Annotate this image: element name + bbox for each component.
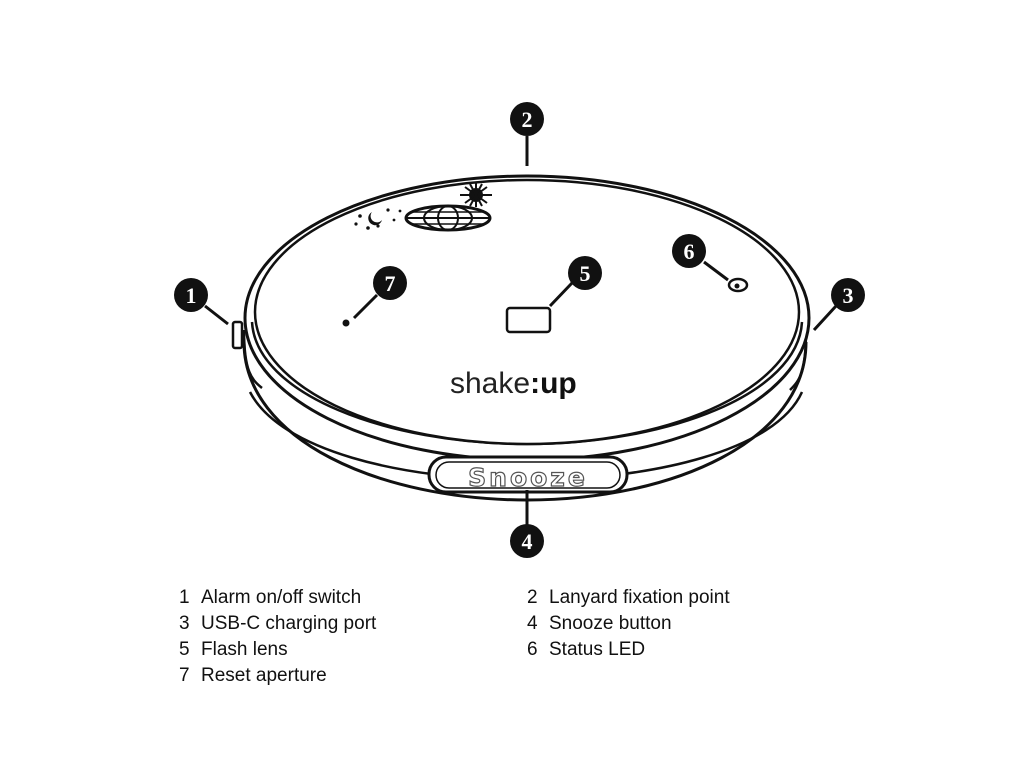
flash-lens	[505, 306, 552, 334]
svg-text:5: 5	[580, 261, 591, 286]
callout-6: 6	[672, 234, 706, 268]
sun-icon	[460, 183, 492, 207]
svg-text:2: 2	[522, 107, 533, 132]
callout-badges: 1 2 3 4 5 6 7	[174, 102, 865, 558]
svg-text:7: 7	[385, 271, 396, 296]
snooze-button[interactable]: Snooze	[427, 455, 629, 494]
callout-4: 4	[510, 524, 544, 558]
globe-icon	[404, 204, 492, 232]
callout-7: 7	[373, 266, 407, 300]
brand-logo: shake:up	[450, 367, 577, 400]
leader-5	[548, 281, 574, 308]
svg-text:6: 6	[684, 239, 695, 264]
reset-aperture[interactable]	[342, 319, 350, 327]
callout-3: 3	[831, 278, 865, 312]
svg-text:1: 1	[186, 283, 197, 308]
moon-stars-icon	[354, 208, 402, 230]
leader-6	[703, 260, 729, 282]
leader-lines	[204, 136, 838, 528]
callout-1: 1	[174, 278, 208, 312]
callout-2: 2	[510, 102, 544, 136]
leader-1	[204, 304, 229, 326]
alarm-switch[interactable]	[231, 320, 244, 350]
svg-text:3: 3	[843, 283, 854, 308]
snooze-label: Snooze	[468, 463, 588, 492]
leader-7	[352, 293, 379, 320]
device-rim	[242, 329, 263, 389]
status-led	[727, 277, 749, 293]
svg-text:4: 4	[522, 529, 533, 554]
leader-3	[812, 304, 838, 332]
alarm-device	[231, 174, 811, 502]
callout-5: 5	[568, 256, 602, 290]
